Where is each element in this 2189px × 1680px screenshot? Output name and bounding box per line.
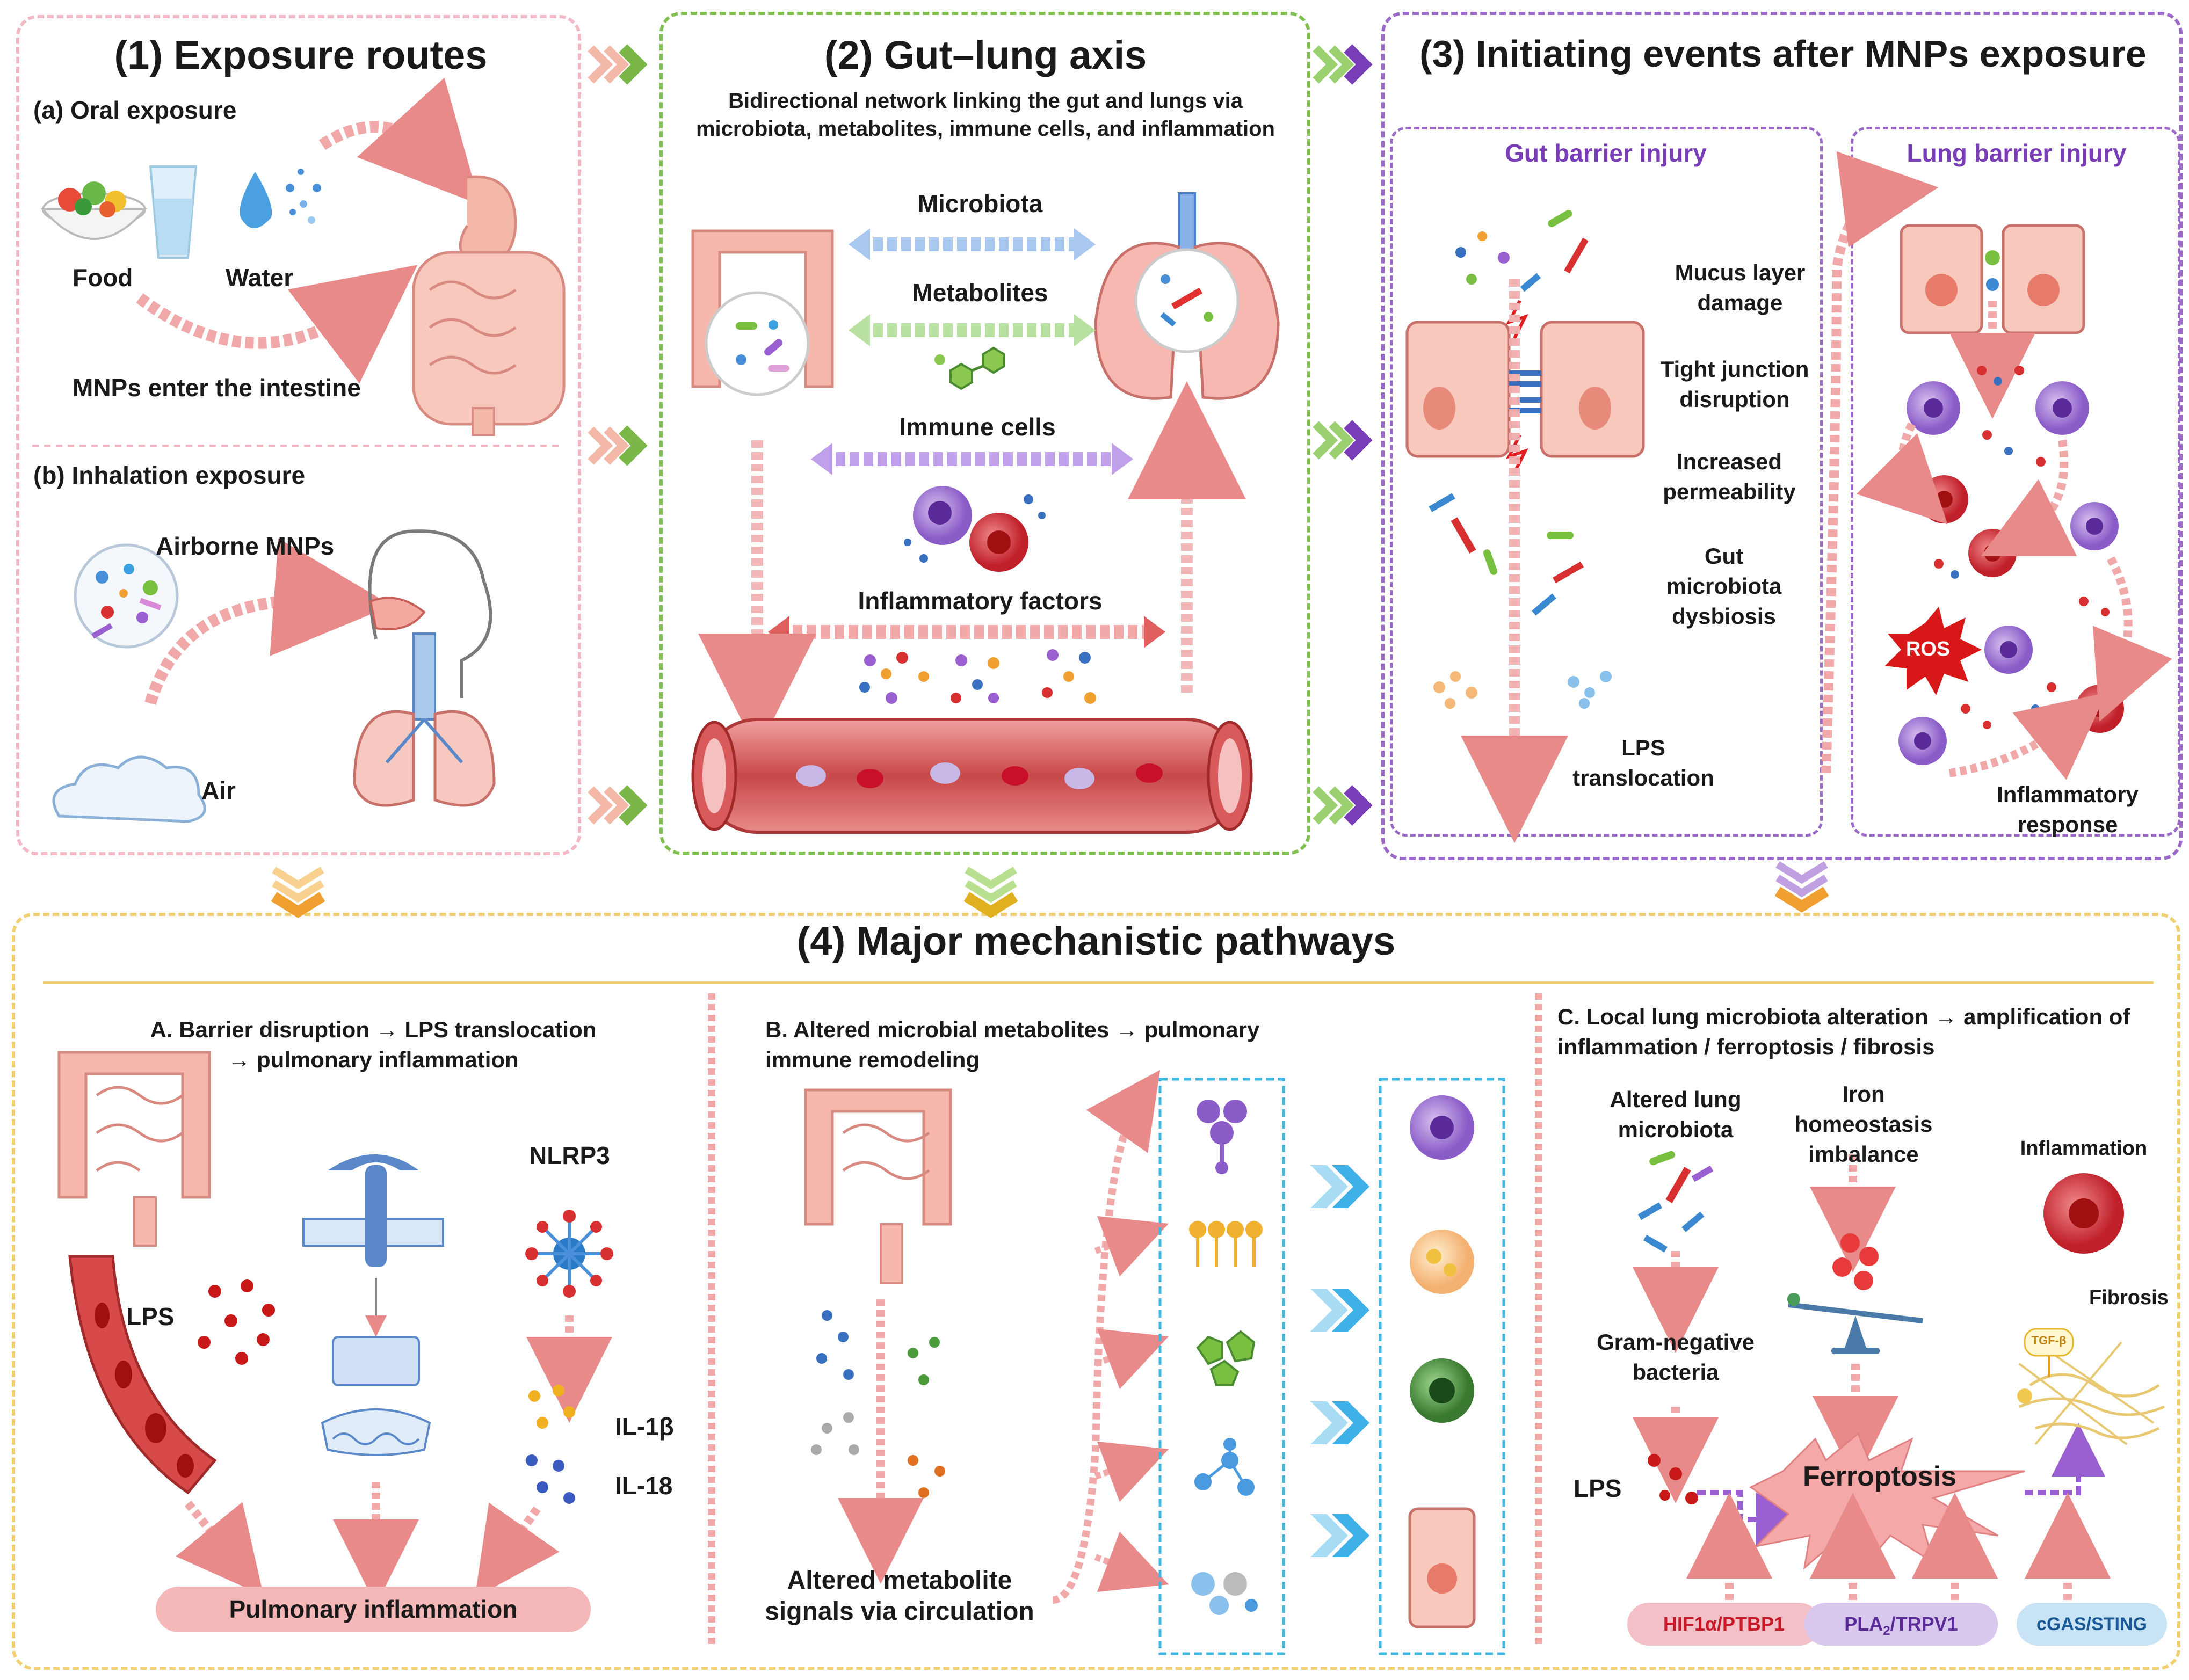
digestive-tract-icon xyxy=(412,175,566,436)
lung-barrier-title: Lung barrier injury xyxy=(1907,139,2127,167)
panel-gut-lung-axis xyxy=(659,12,1310,855)
lung-microbiota-icon xyxy=(1637,1151,1714,1253)
water-label: Water xyxy=(226,264,294,292)
microplastic-particles-icon xyxy=(1455,210,1589,292)
water-glass-icon xyxy=(149,165,198,259)
fibrosis-icon xyxy=(2017,1328,2165,1445)
panel2-title: (2) Gut–lung axis xyxy=(824,33,1147,77)
mnps-intestine-caption: MNPs enter the intestine xyxy=(73,374,361,402)
chevron-down-icon xyxy=(271,861,1829,918)
metabolite-molecule-icon xyxy=(934,346,1005,390)
panel-lung-barrier xyxy=(1851,127,2180,837)
metabolite-box xyxy=(1158,1078,1285,1655)
section-b-title: B. Altered microbial metabolites → pulmo… xyxy=(765,1017,1260,1072)
lps-dots-c-icon xyxy=(1648,1454,1698,1504)
panel-initiating-events xyxy=(1381,12,2183,860)
water-drop-icon xyxy=(240,169,321,228)
lungs-icon xyxy=(1094,192,1280,400)
hif1a-ptbp1-pill: HIF1α/PTBP1 xyxy=(1627,1603,1821,1646)
lps-label-a: LPS xyxy=(126,1303,175,1330)
metabolite-dots-icon xyxy=(811,1310,945,1498)
remodeled-immune-cells-icon xyxy=(1408,1095,1476,1628)
panel2-subtitle-line1: Bidirectional network linking the gut an… xyxy=(728,89,1243,113)
human-respiratory-icon xyxy=(353,529,496,807)
panel-gut-barrier xyxy=(1390,127,1823,837)
oral-exposure-label: (a) Oral exposure xyxy=(33,96,237,124)
lps-particles-icon xyxy=(198,1279,275,1365)
blue-chevron-icon xyxy=(1310,1165,1369,1557)
pla2-trpv1-pill: PLA2/TRPV1 xyxy=(1804,1603,1998,1646)
airborne-mnps-label: Airborne MNPs xyxy=(156,532,335,560)
inflammation-cell-icon xyxy=(2043,1173,2124,1254)
ferroptosis-label: Ferroptosis xyxy=(1802,1461,1957,1492)
event-permeability: Increased permeability xyxy=(1663,449,1796,504)
intestinal-epithelium-icon xyxy=(1405,321,1645,458)
inflammatory-factors-label: Inflammatory factors xyxy=(858,587,1103,615)
microbiota-label: Microbiota xyxy=(917,190,1043,217)
lps-translocation-label: LPS translocation xyxy=(1572,735,1714,790)
inflammation-label: Inflammation xyxy=(2020,1137,2148,1160)
panel2-subtitle-line2: microbiota, metabolites, immune cells, a… xyxy=(695,117,1275,141)
section-c-title: C. Local lung microbiota alteration → am… xyxy=(1557,1004,2130,1059)
balance-scale-icon xyxy=(1787,1293,1923,1354)
event-mucus: Mucus layer damage xyxy=(1675,260,1806,315)
food-bowl-icon xyxy=(40,181,148,240)
section-a-title: A. Barrier disruption → LPS translocatio… xyxy=(150,1017,597,1072)
il1b-label: IL-1β xyxy=(615,1413,674,1441)
lung-epithelium-icon xyxy=(1900,224,2085,334)
metabolite-signals-caption: Altered metabolite signals via circulati… xyxy=(765,1566,1034,1626)
immune-cells-icon xyxy=(904,486,1046,572)
panel4-title: (4) Major mechanistic pathways xyxy=(796,919,1396,963)
event-tight-junction: Tight junction disruption xyxy=(1660,357,1809,412)
il18-label: IL-18 xyxy=(615,1472,673,1500)
altered-lung-microbiota-label: Altered lung microbiota xyxy=(1610,1087,1742,1142)
event-dysbiosis: Gut microbiota dysbiosis xyxy=(1666,543,1782,629)
food-label: Food xyxy=(73,264,133,292)
blood-vessel-icon xyxy=(691,718,1253,834)
pulmonary-inflammation-pill: Pulmonary inflammation xyxy=(156,1587,591,1632)
ros-burst-icon xyxy=(1885,607,1982,695)
metabolites-label: Metabolites xyxy=(912,279,1048,307)
airborne-mnps-icon xyxy=(74,543,179,649)
inflammatory-factors-icon xyxy=(859,649,1096,704)
iron-homeostasis-label: Iron homeostasis imbalance xyxy=(1794,1081,1933,1167)
iron-particles-icon xyxy=(1832,1233,1879,1290)
gut-barrier-title: Gut barrier injury xyxy=(1505,139,1707,167)
immune-cells-label: Immune cells xyxy=(899,413,1056,441)
bacteria-icon xyxy=(1429,493,1612,709)
intestine-b-icon xyxy=(804,1088,952,1284)
lung-immune-cells-icon xyxy=(1898,366,2124,765)
nlrp3-label: NLRP3 xyxy=(529,1141,610,1169)
bidirectional-arrow-icon xyxy=(768,228,1165,648)
nlrp3-inflammasome-icon xyxy=(525,1210,613,1298)
ros-label: ROS xyxy=(1905,638,1951,660)
tlr4-receptor-icon xyxy=(302,1154,444,1456)
panel1-title: (1) Exposure routes xyxy=(114,33,488,77)
panel-exposure-routes xyxy=(16,15,581,855)
gram-negative-label: Gram-negative bacteria xyxy=(1596,1329,1755,1385)
inhalation-exposure-label: (b) Inhalation exposure xyxy=(33,461,306,489)
panel3-title: (3) Initiating events after MNPs exposur… xyxy=(1419,33,2147,75)
fibrosis-label: Fibrosis xyxy=(2089,1286,2169,1309)
immune-cell-box xyxy=(1379,1078,1505,1655)
colon-icon xyxy=(691,229,834,396)
cytokines-icon xyxy=(526,1385,575,1504)
inflammatory-response-label: Inflammatory response xyxy=(1997,782,2139,837)
metabolite-molecules-icon xyxy=(1189,1100,1263,1615)
air-label: Air xyxy=(201,776,236,804)
cloud-icon xyxy=(52,755,206,823)
cgas-sting-pill: cGAS/STING xyxy=(2017,1603,2167,1646)
lps-label-c: LPS xyxy=(1574,1474,1622,1502)
tgf-beta-label: TGF-β xyxy=(2031,1334,2067,1347)
chevron-right-icon xyxy=(588,44,1373,826)
blood-vessel-a-icon xyxy=(68,1255,217,1495)
ferroptosis-burst-icon xyxy=(1749,1432,2025,1575)
intestine-icon xyxy=(57,1051,211,1247)
panel-mechanistic-pathways xyxy=(12,913,2180,1670)
